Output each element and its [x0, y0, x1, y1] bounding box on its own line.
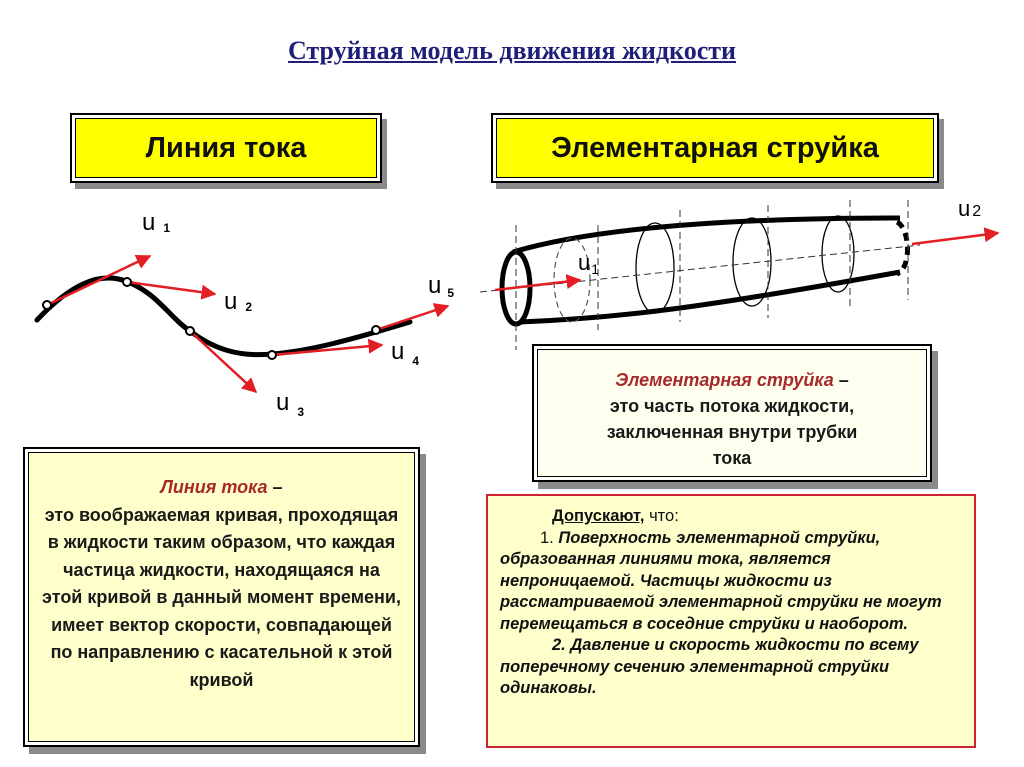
velocity-arrow-u3 [189, 330, 258, 394]
streamtube-header-label: Элементарная струйка [551, 131, 879, 164]
streamtube-outline [512, 215, 901, 325]
streamtube-definition: Элементарная струйка – это часть потока … [537, 349, 927, 477]
streamtube-definition-line2: заключенная внутри трубки [606, 422, 858, 442]
streamtube-term: Элементарная струйка [615, 370, 834, 390]
velocity-arrow-u2 [126, 280, 217, 300]
section-dash-lines [479, 200, 921, 350]
label-u-in: u1 [578, 250, 599, 277]
assumptions-lead-word: Допускают, [552, 507, 645, 525]
velocity-arrow-u5 [375, 303, 450, 332]
streamtube-header: Элементарная струйка [496, 118, 934, 178]
assumptions-lead: Допускают, что: [500, 506, 960, 528]
outlet-section [895, 219, 910, 277]
assumption-item-1-text: Поверхность элементарной струйки, образо… [500, 528, 942, 633]
assumption-item-1: 1. Поверхность элементарной струйки, обр… [500, 528, 960, 636]
streamline-term: Линия тока [160, 477, 268, 497]
page-title: Струйная модель движения жидкости [288, 36, 736, 65]
particle-point [122, 277, 132, 287]
streamline-definition-text: это воображаемая кривая, проходящая в жи… [42, 504, 401, 690]
assumptions-lead-rest: что: [644, 507, 679, 525]
inflow-arrow [494, 274, 582, 292]
particle-point [267, 350, 277, 360]
particle-point [42, 300, 52, 310]
velocity-arrow-u1 [46, 254, 152, 307]
assumptions-box: Допускают, что: 1. Поверхность элементар… [486, 494, 976, 748]
streamline-definition: Линия тока – это воображаемая кривая, пр… [28, 452, 415, 742]
assumption-item-1-number: 1. [540, 528, 559, 547]
streamtube-term-dash: – [833, 370, 849, 390]
velocity-arrow-u4 [271, 338, 384, 357]
assumption-item-2: 2. Давление и скорость жидкости по всему… [500, 636, 919, 697]
tube-section [732, 217, 772, 307]
streamtube-definition-line3: тока [712, 448, 752, 468]
streamtube-definition-line1: это часть потока жидкости, [609, 396, 855, 416]
tube-section [635, 222, 675, 314]
streamline-header: Линия тока [75, 118, 377, 178]
outflow-arrow [911, 227, 1000, 246]
particle-point [371, 325, 381, 335]
tube-section [821, 215, 855, 293]
streamline-header-label: Линия тока [145, 131, 307, 164]
particle-point [185, 326, 195, 336]
streamline-term-dash: – [267, 477, 283, 497]
